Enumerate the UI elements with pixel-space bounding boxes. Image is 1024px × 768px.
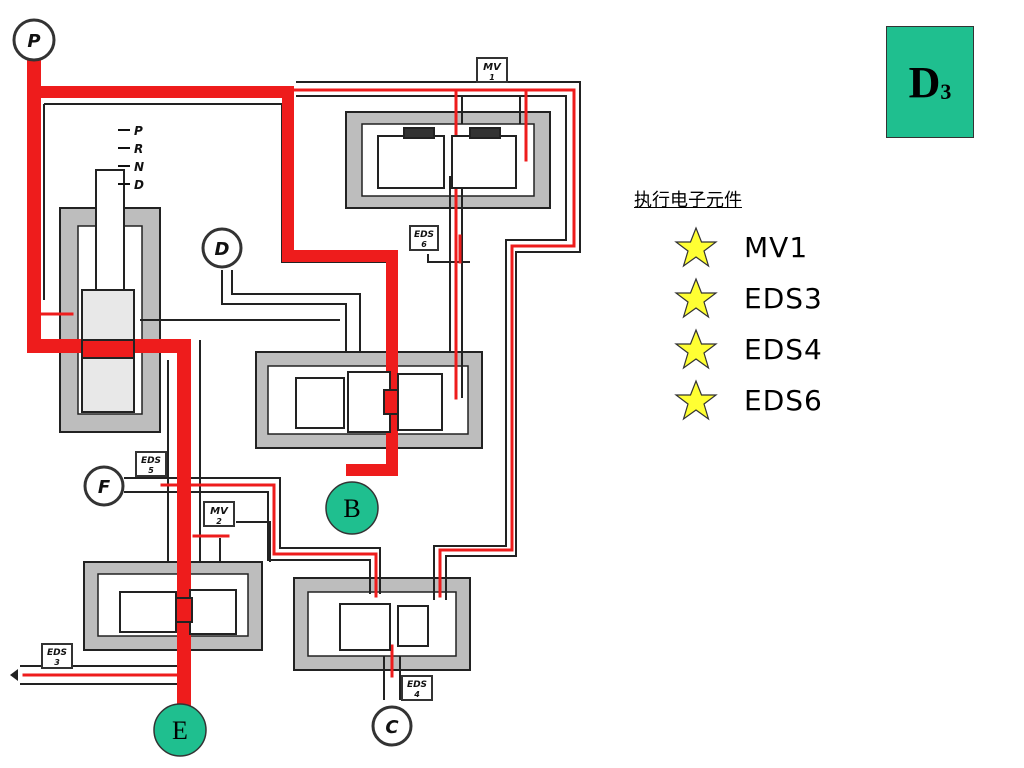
svg-text:1: 1 [489, 73, 495, 82]
svg-text:2: 2 [216, 517, 222, 526]
svg-text:MV: MV [210, 506, 229, 517]
svg-text:EDS: EDS [414, 230, 434, 240]
svg-text:3: 3 [54, 658, 60, 667]
solenoid-tags: MV 1 EDS 6 EDS 5 MV 2 EDS 3 EDS 4 [41, 57, 508, 701]
valve-tag-mv2: MV 2 [203, 501, 235, 527]
selector-label-d: D [134, 178, 144, 192]
svg-text:MV: MV [483, 62, 502, 73]
star-icon [674, 225, 718, 268]
svg-text:D: D [215, 239, 230, 260]
legend-label: EDS6 [744, 384, 823, 417]
svg-text:4: 4 [413, 690, 420, 699]
channels [20, 81, 581, 700]
port-f: F [83, 465, 125, 507]
svg-text:EDS: EDS [47, 648, 67, 658]
legend-label: EDS4 [744, 333, 823, 366]
legend-list: MV1 EDS3 EDS4 EDS6 [632, 222, 823, 426]
star-icon [674, 378, 718, 421]
star-icon [674, 327, 718, 370]
legend-item: EDS3 [674, 273, 823, 324]
star-icon [674, 276, 718, 319]
gear-badge-letter: D [908, 57, 941, 107]
svg-text:C: C [385, 717, 399, 738]
svg-text:F: F [98, 477, 111, 498]
output-b: B [325, 481, 379, 535]
svg-text:B: B [343, 494, 360, 523]
selector-label-r: R [134, 142, 143, 156]
svg-text:5: 5 [148, 466, 154, 475]
svg-text:EDS: EDS [407, 680, 427, 690]
valve-tag-eds3: EDS 3 [41, 643, 73, 669]
port-c: C [371, 705, 413, 747]
port-circles: P D F C [12, 18, 413, 747]
selector-position-labels: P R N D [118, 124, 144, 192]
svg-text:EDS: EDS [141, 456, 161, 466]
selector-label-p: P [134, 124, 143, 138]
port-d: D [201, 227, 243, 269]
output-circles: B E [153, 481, 379, 757]
svg-text:E: E [172, 716, 188, 745]
legend-title: 执行电子元件 [634, 190, 742, 211]
port-p: P [12, 18, 56, 62]
legend-item: EDS4 [674, 324, 823, 375]
legend-item: MV1 [674, 222, 823, 273]
svg-text:6: 6 [421, 240, 427, 249]
legend-label: MV1 [744, 231, 809, 264]
valve-tag-eds6: EDS 6 [409, 225, 439, 251]
valve-tag-eds4: EDS 4 [401, 675, 433, 701]
valve-tag-eds5: EDS 5 [135, 451, 167, 477]
svg-text:P: P [27, 31, 40, 52]
valve-spools [81, 127, 517, 651]
exhaust-arrow-icon [10, 669, 18, 681]
legend: 执行电子元件 MV1 EDS3 EDS4 EDS6 [632, 186, 823, 426]
valve-tag-mv1: MV 1 [476, 57, 508, 83]
selector-label-n: N [134, 160, 144, 174]
legend-label: EDS3 [744, 282, 823, 315]
gear-badge-subscript: 3 [940, 79, 952, 104]
output-e: E [153, 703, 207, 757]
legend-item: EDS6 [674, 375, 823, 426]
